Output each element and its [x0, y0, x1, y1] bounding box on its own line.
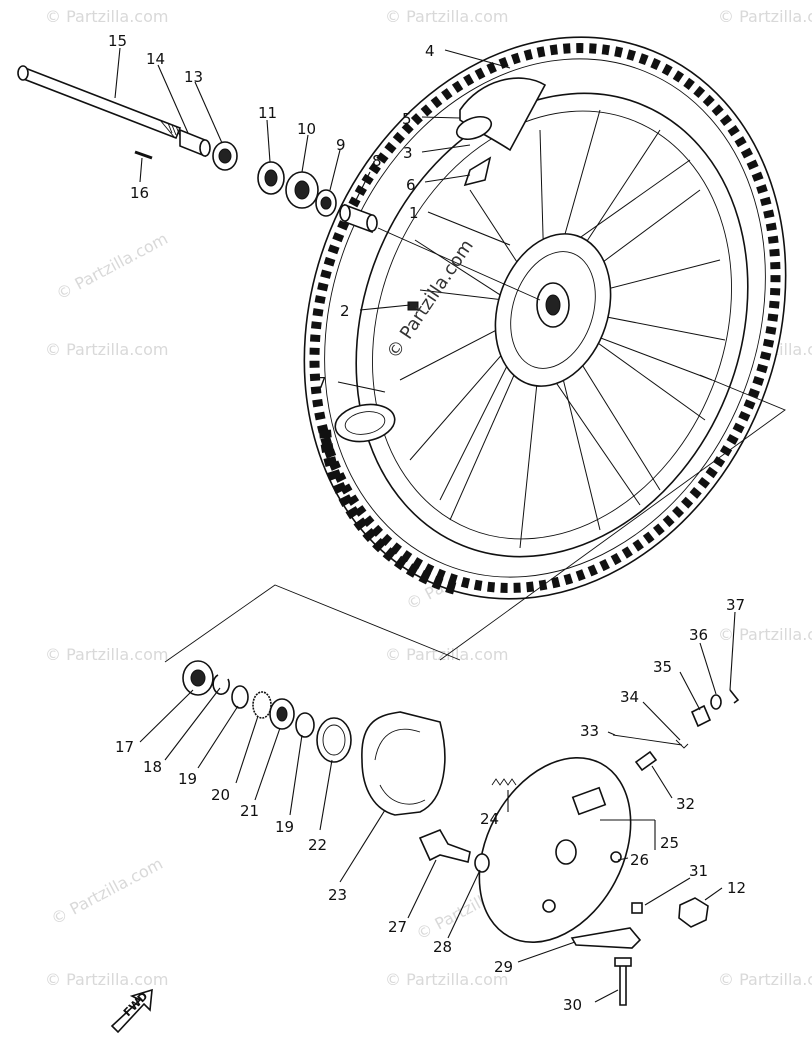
nut [631, 902, 643, 914]
brake-shoe [361, 711, 446, 816]
seal [316, 717, 352, 763]
callout-12: 12 [727, 879, 746, 897]
watermark-text: © Partzilla.com [45, 970, 168, 989]
watermark-text: © Partzilla.com [718, 625, 812, 644]
callout-18: 18 [143, 758, 162, 776]
gear [252, 691, 272, 719]
brake-assembly [182, 660, 740, 1006]
forward-arrow: FWD [110, 988, 153, 1034]
callout-29: 29 [494, 958, 513, 976]
spring [491, 778, 517, 786]
watermark-text: © Partzilla.com [718, 970, 812, 989]
axle-nut [678, 897, 709, 928]
watermark-text: © Partzilla.com [718, 7, 812, 26]
cam-lever [570, 927, 642, 949]
callout-23: 23 [328, 886, 347, 904]
callout-25: 25 [660, 834, 679, 852]
axle [19, 66, 182, 140]
callout-3: 3 [403, 144, 413, 162]
callout-17: 17 [115, 738, 134, 756]
bolt [619, 964, 627, 1006]
callout-7: 7 [317, 374, 327, 392]
callout-5: 5 [402, 110, 412, 128]
brake-cam [418, 828, 471, 863]
callout-14: 14 [146, 50, 165, 68]
watermark-text: © Partzilla.com [45, 340, 168, 359]
watermark-text: © Partzilla.com [53, 229, 171, 304]
callout-20: 20 [211, 786, 230, 804]
callout-36: 36 [689, 626, 708, 644]
cable-clip [729, 689, 740, 704]
callout-21: 21 [240, 802, 259, 820]
cable-adjuster [690, 704, 712, 728]
callout-27: 27 [388, 918, 407, 936]
callout-6: 6 [406, 176, 416, 194]
circlip [212, 674, 230, 695]
callout-34: 34 [620, 688, 639, 706]
callout-35: 35 [653, 658, 672, 676]
callout-19: 19 [178, 770, 197, 788]
washer [231, 685, 249, 709]
callout-32: 32 [676, 795, 695, 813]
tire-tread [309, 43, 781, 593]
callout-28: 28 [433, 938, 452, 956]
callout-30: 30 [563, 996, 582, 1014]
watermark-text: © Partzilla.com [385, 7, 508, 26]
callout-22: 22 [308, 836, 327, 854]
callout-10: 10 [297, 120, 316, 138]
callout-2: 2 [340, 302, 350, 320]
callout-15: 15 [108, 32, 127, 50]
callouts: 4 5 3 6 1 2 7 8 9 10 11 13 14 15 16 17 1… [108, 32, 746, 1014]
axle-group [17, 65, 541, 301]
callout-8: 8 [372, 152, 382, 170]
leader-lines [114, 47, 736, 1003]
callout-16: 16 [130, 184, 149, 202]
callout-11: 11 [258, 104, 277, 122]
watermark-text: © Partzilla.com [48, 854, 166, 929]
callout-37: 37 [726, 596, 745, 614]
callout-19: 19 [275, 818, 294, 836]
callout-31: 31 [689, 862, 708, 880]
callout-4: 4 [425, 42, 435, 60]
cotter-pin [134, 150, 153, 160]
callout-24: 24 [480, 810, 499, 828]
locknut [710, 694, 722, 710]
callout-9: 9 [336, 136, 346, 154]
watermark-text: © Partzilla.com [45, 645, 168, 664]
callout-13: 13 [184, 68, 203, 86]
grease-fitting [634, 750, 658, 772]
callout-33: 33 [580, 722, 599, 740]
explode-boundary [164, 374, 786, 663]
callout-26: 26 [630, 851, 649, 869]
callout-1: 1 [409, 204, 419, 222]
watermark-text: © Partzilla.com [385, 970, 508, 989]
watermark-text: © Partzilla.com [45, 7, 168, 26]
washer [474, 853, 490, 873]
wheel-assembly [303, 36, 787, 600]
washer [295, 712, 315, 738]
